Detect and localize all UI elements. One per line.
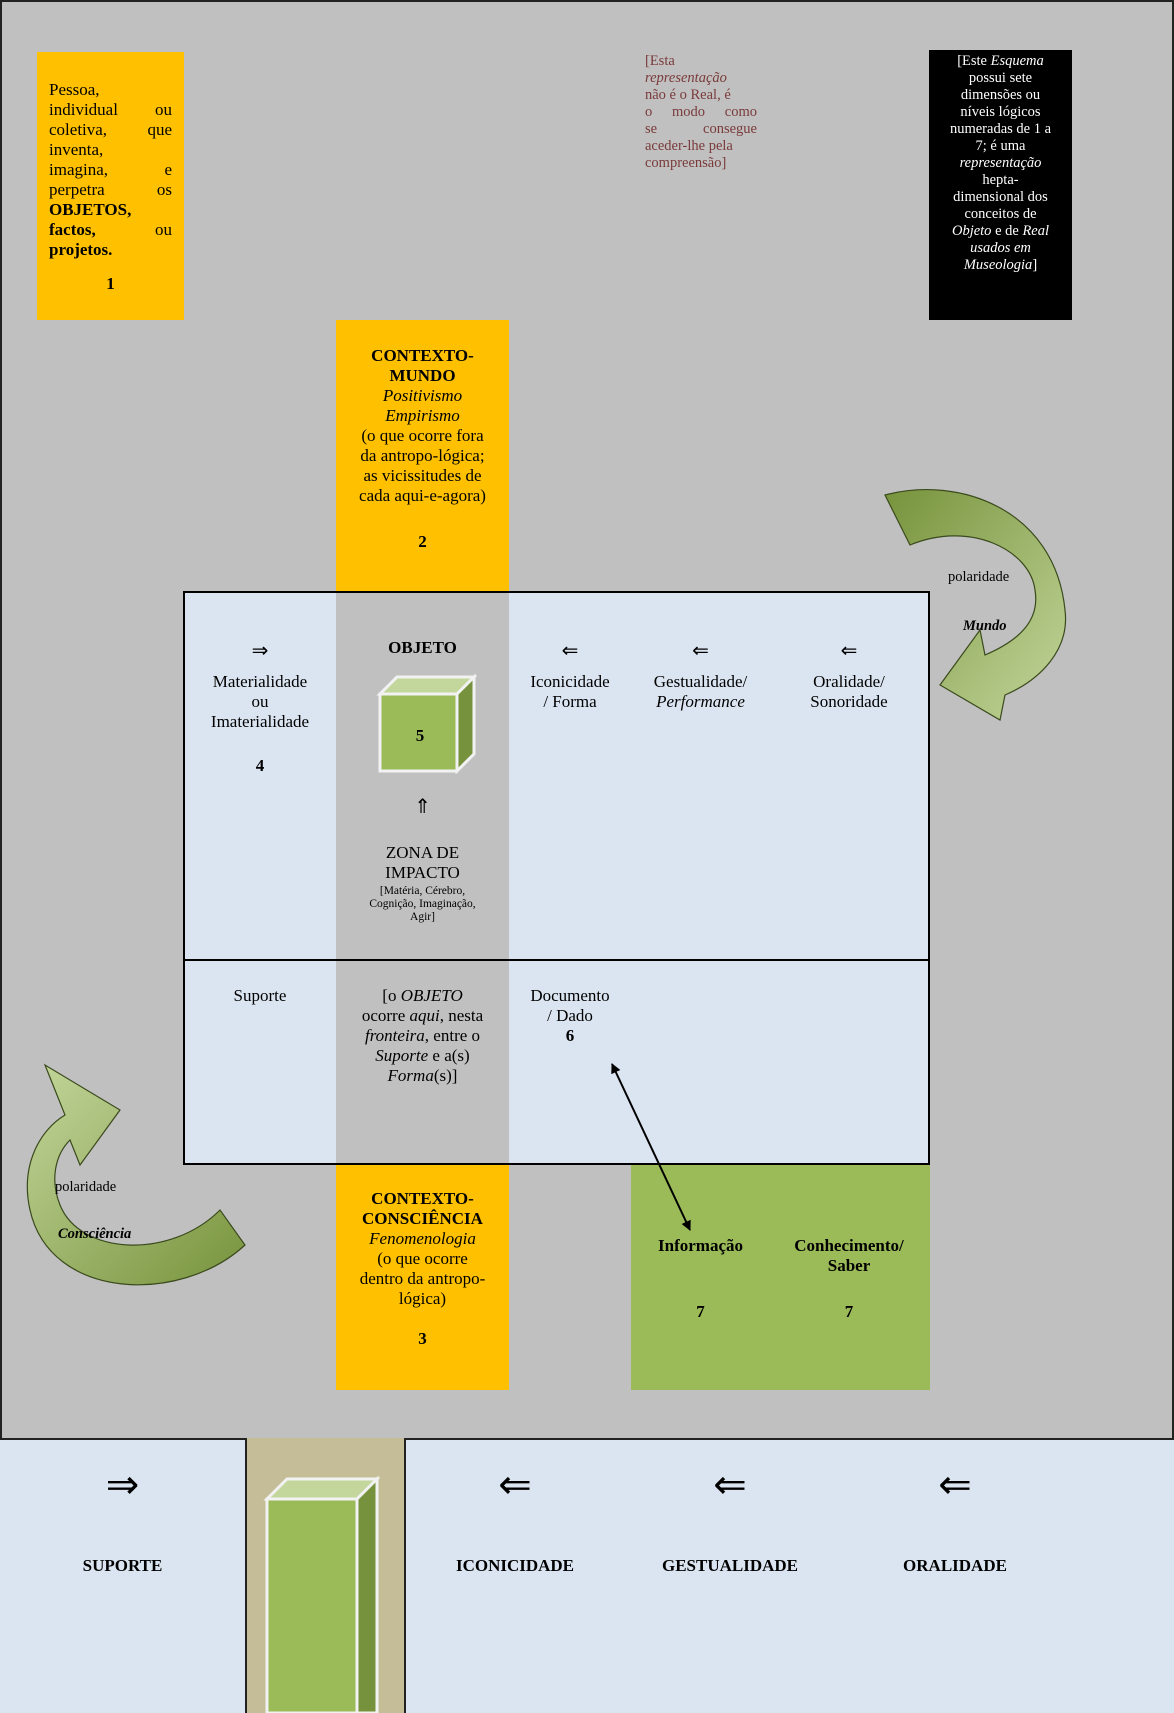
arrow-left-icon: ⇐ (938, 1462, 972, 1508)
arrow-left-icon: ⇐ (561, 638, 579, 662)
box-1-line: imagina, e (49, 160, 172, 180)
table-left-border (183, 591, 185, 1165)
arrow-right-icon: ⇒ (105, 1462, 140, 1508)
box-1-word: Pessoa, (49, 80, 100, 99)
box-1-line: factos, ou (49, 220, 172, 240)
arrow-left-icon: ⇐ (840, 638, 858, 662)
table-right-border (928, 591, 930, 1165)
curved-arrow-world-icon (884, 489, 1067, 721)
box-1-word: inventa, (49, 140, 104, 159)
polarity-world-label: polaridade (948, 569, 1010, 585)
curved-arrow-consciousness-icon (26, 1063, 246, 1286)
object-title: OBJETO (388, 638, 457, 657)
box-1-word: imagina, (49, 160, 109, 179)
cell-suporte: Suporte (233, 986, 287, 1005)
cube-icon (376, 673, 477, 774)
box-1-word: ou (155, 100, 172, 119)
impact-zone: ZONA DE IMPACTO (385, 843, 460, 882)
box-1-word: e (164, 160, 172, 179)
bottom-col-suporte: ⇒ SUPORTE (0, 1462, 245, 1576)
arrow-left-icon: ⇐ (713, 1462, 747, 1508)
table-top-border (184, 591, 930, 593)
box-1-number: 1 (106, 274, 115, 293)
main-table (184, 592, 930, 1165)
bottom-strip (0, 1438, 1174, 1713)
box-1-line: OBJETOS, (49, 200, 172, 220)
table-bottom-border (184, 1163, 930, 1165)
arrow-left-icon: ⇐ (692, 638, 709, 662)
box-1-word: factos, (49, 220, 96, 239)
box-1-line: inventa, (49, 140, 172, 160)
cell-document: Documento / Dado 6 (530, 986, 610, 1045)
bottom-col-oralidade: ⇐ ORALIDADE (850, 1462, 1060, 1576)
knowledge-cell: Conhecimento/ Saber 7 (794, 1236, 904, 1321)
box-1-word: coletiva, (49, 120, 108, 139)
col-iconicity: ⇐ Iconicidade / Forma (509, 640, 631, 712)
polarity-consciousness-name: Consciência (58, 1226, 132, 1242)
box-1-word: que (147, 120, 172, 139)
box-1-word: OBJETOS, (49, 200, 132, 219)
impact-zone-details: [Matéria, Cérebro, Cognição, Imaginação,… (369, 885, 476, 923)
note-schema: [Este Esquema possui sete dimensões ou n… (929, 50, 1072, 320)
box-1-word: individual (49, 100, 118, 119)
bottom-col-gestualidade: ⇐ GESTUALIDADE (630, 1462, 830, 1576)
box-1-word: perpetra (49, 180, 105, 199)
box-1-line: coletiva, que (49, 120, 172, 140)
polarity-consciousness-label: polaridade (55, 1179, 117, 1195)
box-1-line: projetos. (49, 240, 172, 260)
polarity-world-name: Mundo (963, 618, 1007, 634)
arrow-left-icon: ⇐ (498, 1462, 532, 1508)
box-3-context-consciousness: CONTEXTO- CONSCIÊNCIA Fenomenologia (o q… (336, 1165, 509, 1390)
box-1-line: Pessoa, (49, 80, 172, 100)
bottom-cube-icon (263, 1475, 381, 1713)
box-1-word: os (156, 180, 172, 199)
object-number: 5 (415, 726, 425, 745)
table-middle-border (184, 959, 930, 961)
box-1-word: ou (155, 220, 172, 239)
bottom-col-iconicidade: ⇐ ICONICIDADE (420, 1462, 610, 1576)
col-orality: ⇐ Oralidade/ Sonoridade (770, 640, 928, 712)
arrow-right-icon: ⇒ (251, 638, 269, 662)
arrow-up-icon: ⇑ (414, 794, 431, 818)
object-frontier: [o OBJETO ocorre aqui, nesta fronteira, … (361, 986, 484, 1085)
box-2-context-world: CONTEXTO- MUNDO Positivismo Empirismo (o… (336, 320, 509, 592)
box-1-word: projetos. (49, 240, 113, 259)
box-1-line: individual ou (49, 100, 172, 120)
col-gesture: ⇐ Gestualidade/ Performance (631, 640, 770, 712)
box-1-line: perpetra os (49, 180, 172, 200)
col-materiality: ⇒ Materialidade ou Imaterialidade 4 (184, 640, 336, 776)
information-cell: Informação 7 (658, 1236, 743, 1321)
